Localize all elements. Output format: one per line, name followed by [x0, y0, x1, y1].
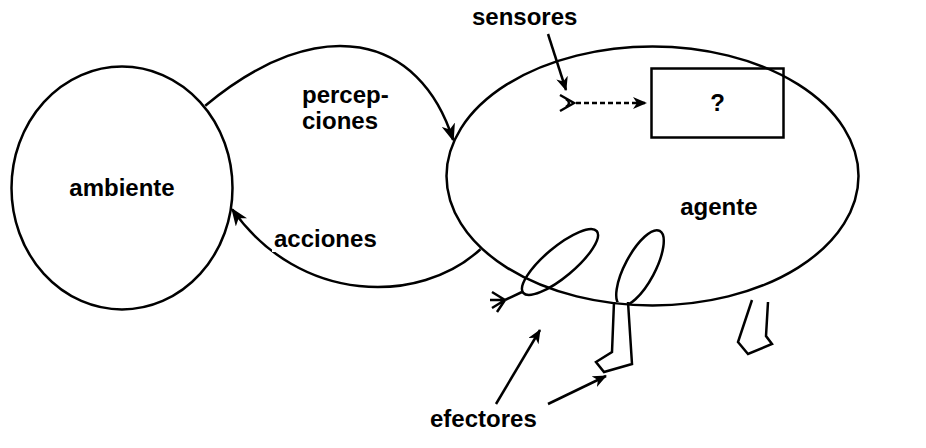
flow-arrow [205, 46, 453, 140]
effector-leader [496, 330, 540, 404]
environment-circle: ambiente [10, 65, 234, 311]
part-label: sensores [470, 4, 579, 30]
part-label: efectores [428, 406, 539, 432]
agent-program-box-border [652, 69, 784, 138]
node-label: agente [680, 194, 757, 220]
effector-leg [596, 224, 673, 372]
node-label: ambiente [69, 175, 174, 201]
node-label: ? [710, 90, 725, 116]
edge-label: acciones [272, 226, 379, 252]
effector-leg [738, 300, 772, 354]
agent-ellipse: agente? [445, 45, 860, 307]
agent-program-box: ? [650, 67, 785, 139]
sensor-eye [560, 95, 574, 111]
sensor-arrow [576, 102, 646, 105]
environment-circle-border [12, 67, 233, 310]
effector-leader [548, 376, 606, 404]
flow-arrow [232, 209, 480, 287]
edge-label: percep- ciones [300, 82, 396, 135]
agent-ellipse-border [447, 47, 859, 306]
